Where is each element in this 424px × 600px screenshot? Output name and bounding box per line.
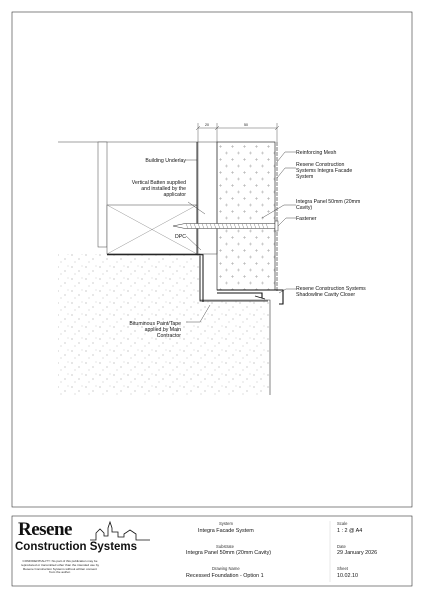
brand-logo-top: Resene	[18, 519, 72, 540]
scale-value: 1 : 2 @ A4	[337, 528, 363, 534]
leader-integra-panel	[261, 204, 296, 219]
label-panel-1: Integra Panel 50mm (20mm	[296, 199, 360, 205]
cavity-closer-drip	[254, 295, 266, 300]
label-bitumen-2: applied by Main	[145, 327, 181, 333]
drawing-name-value: Recessed Foundation - Option 1	[186, 573, 264, 579]
label-batten-2: and installed by the	[141, 186, 186, 192]
integra-panel	[216, 141, 276, 291]
dimension-line	[195, 123, 280, 142]
drawing-border	[11, 11, 413, 508]
bituminous-tape	[199, 256, 268, 302]
cavity-closer	[217, 289, 284, 305]
substrate-value: Integra Panel 50mm (20mm Cavity)	[186, 550, 272, 556]
sheet-label: Sheet	[337, 566, 348, 571]
leader-closer	[278, 288, 296, 294]
system-value: Integra Facade System	[198, 528, 254, 534]
label-bitumen-1: Bituminous Paint/Tape	[129, 321, 181, 327]
leader-dpc	[185, 235, 202, 251]
leader-fastener	[277, 217, 296, 227]
label-integra-system-2: Systems Integra Facade	[296, 168, 352, 174]
dimension-cavity: 20	[205, 123, 209, 127]
date-value: 29 January 2026	[337, 550, 378, 556]
label-integra-system-3: System	[296, 174, 313, 180]
label-bitumen-3: Contractor	[157, 333, 181, 339]
label-closer-2: Shadowline Cavity Closer	[296, 292, 355, 298]
bottom-plate-cross	[106, 204, 198, 255]
label-integra-system-1: Resene Construction	[296, 162, 345, 168]
wall-stud	[97, 141, 108, 248]
fastener-thread	[185, 223, 269, 229]
vertical-batten	[197, 141, 218, 255]
drawing-name-label: Drawing Name	[212, 566, 240, 571]
label-reinforcing-mesh: Reinforcing Mesh	[296, 150, 336, 156]
leader-batten	[187, 201, 206, 215]
leader-reinforcing-mesh	[276, 151, 296, 163]
label-panel-2: Cavity)	[296, 205, 312, 211]
label-dpc: DPC	[175, 234, 186, 240]
label-fastener: Fastener	[296, 216, 317, 222]
label-closer-1: Resene Construction Systems	[296, 286, 366, 292]
substrate-label: Substrate	[216, 544, 234, 549]
label-building-underlay: Building Underlay	[145, 158, 186, 164]
title-block-border	[11, 515, 413, 587]
label-batten-1: Vertical Batten supplied	[132, 180, 186, 186]
leader-bitumen	[186, 304, 211, 323]
dpc-membrane	[107, 254, 204, 302]
fastener-head	[274, 220, 279, 232]
scale-label: Scale	[337, 521, 348, 526]
sheet-value: 10.02.10	[337, 573, 358, 579]
confidentiality-notice: CONFIDENTIALITY: No part of this publica…	[20, 559, 100, 575]
system-label: System	[219, 521, 233, 526]
label-batten-3: applicator	[164, 192, 187, 198]
concrete-foundation	[58, 254, 270, 395]
brand-logo-bottom: Construction Systems	[15, 541, 138, 553]
dimension-panel: 50	[244, 123, 248, 127]
leader-integra-system	[276, 167, 296, 179]
skyline-logo-icon	[90, 520, 150, 541]
date-label: Date	[337, 544, 346, 549]
